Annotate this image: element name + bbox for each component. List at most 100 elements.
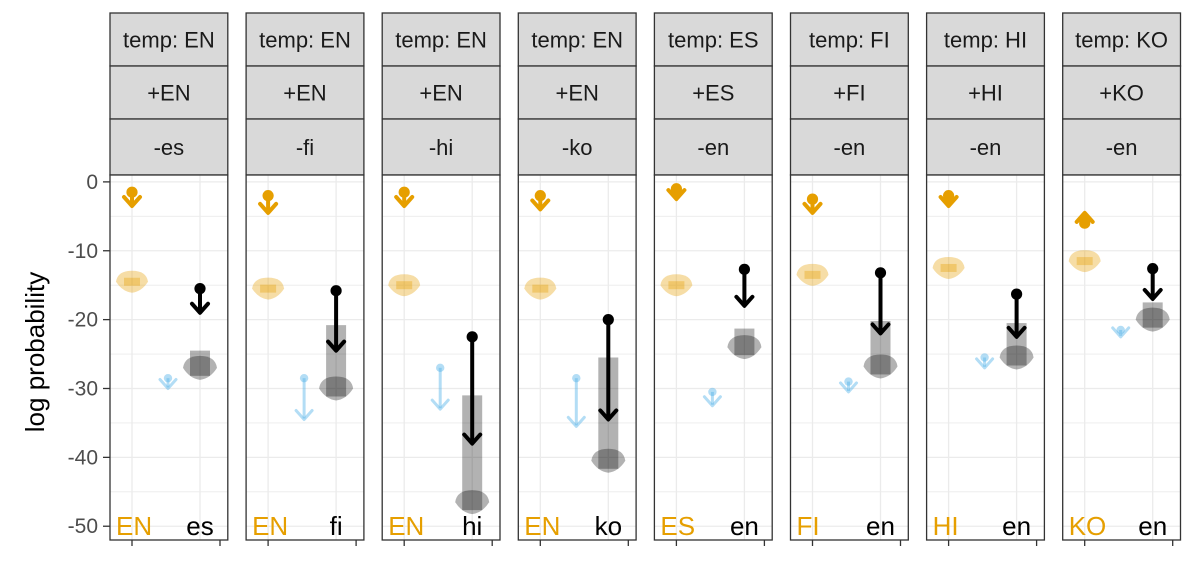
- strip-box: [245, 65, 365, 120]
- panel-border: [789, 174, 909, 541]
- target-bar: [190, 350, 210, 376]
- strip-box: [789, 12, 909, 67]
- panel-background: [790, 175, 909, 540]
- added-lang-arrow-start: [436, 363, 445, 373]
- added-lang-arrow-start: [708, 387, 717, 397]
- target-arrow-head: [462, 432, 483, 446]
- panel-background: [518, 175, 637, 540]
- panel-border: [517, 174, 637, 541]
- y-tick-label: -10: [68, 240, 98, 263]
- template-bar: [940, 263, 957, 272]
- panel-background: [1062, 175, 1181, 540]
- template-bar: [532, 284, 549, 293]
- target-lang-label: ko: [595, 511, 622, 541]
- template-arrow: [394, 186, 415, 208]
- strip-box: [245, 12, 365, 67]
- strip-label: temp: KO: [1075, 28, 1168, 53]
- strip-label: temp: HI: [944, 28, 1027, 53]
- target-lang-label: fi: [330, 511, 343, 541]
- template-lang-label: HI: [933, 511, 959, 541]
- added-lang-arrow: [702, 387, 722, 408]
- strip-label: temp: EN: [395, 28, 487, 53]
- added-lang-arrow-start: [1116, 325, 1125, 335]
- template-bar: [668, 281, 685, 290]
- panel-background: [246, 175, 364, 540]
- strip-label: +ES: [692, 81, 734, 106]
- panel-border: [653, 174, 773, 541]
- template-arrow: [938, 190, 959, 208]
- template-arrow-head: [666, 188, 687, 202]
- added-lang-arrow-start: [299, 373, 309, 383]
- template-arrow: [666, 183, 687, 202]
- y-tick-label: -20: [68, 309, 98, 332]
- strip-box: [109, 118, 229, 176]
- y-tick-label: -50: [68, 515, 98, 538]
- strip-label: -fi: [296, 135, 314, 160]
- target-distribution: [999, 345, 1034, 370]
- strip-box: [381, 65, 501, 120]
- added-lang-arrow-head: [566, 415, 586, 428]
- template-arrow-head: [122, 194, 142, 208]
- template-distribution: [116, 270, 148, 293]
- strip-label: temp: EN: [123, 28, 215, 53]
- target-bar: [1142, 302, 1163, 328]
- target-lang-label: en: [1002, 511, 1031, 541]
- target-lang-label: en: [730, 511, 759, 541]
- target-bar: [734, 328, 755, 356]
- template-arrow-head: [394, 194, 415, 208]
- target-arrow: [734, 263, 755, 308]
- added-lang-arrow-head: [839, 381, 858, 394]
- target-distribution: [863, 354, 898, 379]
- target-lang-label: es: [186, 511, 213, 541]
- template-arrow-head: [530, 198, 551, 212]
- strip-box: [925, 65, 1046, 120]
- target-arrow: [1006, 288, 1027, 339]
- target-arrow: [1142, 263, 1163, 301]
- strip-box: [1062, 12, 1182, 67]
- target-lang-label: en: [1138, 511, 1167, 541]
- target-distribution: [727, 335, 762, 360]
- panel-background: [110, 175, 228, 540]
- target-distribution: [455, 490, 490, 515]
- template-distribution: [660, 274, 693, 297]
- added-lang-arrow-head: [1111, 326, 1131, 339]
- template-distribution: [796, 263, 829, 286]
- target-arrow-head: [1006, 325, 1027, 339]
- strip-label: temp: FI: [809, 28, 890, 53]
- strip-box: [517, 118, 637, 176]
- strip-label: +EN: [147, 81, 190, 106]
- strip-label: +EN: [555, 81, 598, 106]
- strip-box: [653, 12, 773, 67]
- template-lang-label: EN: [388, 511, 424, 541]
- target-arrow-head: [1142, 287, 1163, 301]
- strip-label: -en: [1106, 135, 1138, 160]
- added-lang-arrow: [839, 377, 858, 394]
- strip-label: +EN: [419, 81, 462, 106]
- template-distribution: [1068, 250, 1101, 273]
- strip-label: +EN: [283, 81, 326, 106]
- strip-label: -es: [154, 135, 185, 160]
- strip-box: [109, 65, 229, 120]
- target-distribution: [319, 376, 354, 401]
- strip-box: [925, 118, 1046, 176]
- template-lang-label: EN: [252, 511, 288, 541]
- added-lang-arrow: [430, 363, 450, 411]
- template-distribution: [524, 277, 557, 300]
- strip-label: +KO: [1099, 81, 1144, 106]
- added-lang-arrow-head: [702, 395, 722, 408]
- template-arrow: [802, 193, 823, 215]
- strip-label: -en: [697, 135, 729, 160]
- target-distribution: [591, 448, 626, 473]
- strip-box: [789, 118, 909, 176]
- added-lang-arrow-head: [294, 408, 314, 421]
- template-arrow-head: [802, 201, 823, 215]
- added-lang-arrow: [294, 373, 314, 421]
